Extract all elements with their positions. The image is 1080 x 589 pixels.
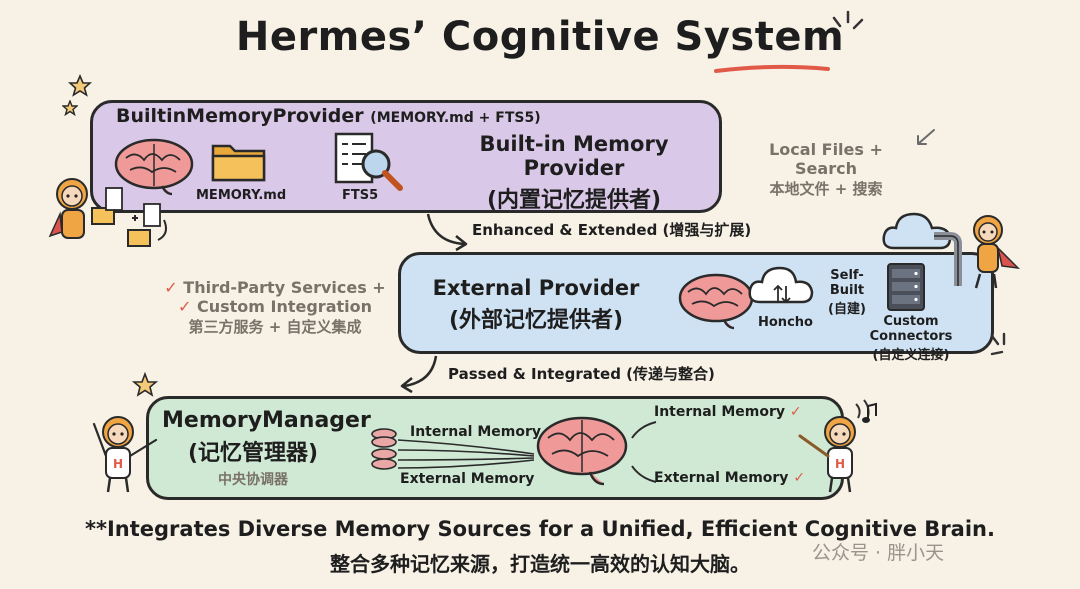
local-files-note: Local Files + Search 本地文件 + 搜索 [736, 140, 916, 199]
fts5-label: FTS5 [342, 188, 379, 203]
external-provider-title-en: External Provider [432, 276, 640, 300]
check-icon: ✓ [789, 404, 802, 420]
memory-manager-panel [146, 396, 844, 500]
custom-connectors-en: Custom Connectors [869, 314, 953, 344]
brain-icon [536, 416, 628, 486]
builtin-provider-sub: (MEMORY.md + FTS5) [370, 110, 541, 126]
third-party-zh: 第三方服务 + 自定义集成 [188, 318, 362, 336]
mascot-icon: H [92, 416, 158, 493]
memory-md-label: MEMORY.md [196, 188, 287, 203]
honcho-label: Honcho [758, 315, 813, 330]
builtin-provider-title-en: Built-in Memory Provider [479, 132, 669, 180]
flow-arrows-icon [631, 421, 657, 483]
mascot-icon [973, 215, 1021, 289]
curved-arrow-down-icon [400, 355, 438, 394]
curved-arrow-down-icon [426, 213, 468, 252]
third-party-note: ✓ Third-Party Services + ✓ Custom Integr… [160, 278, 390, 337]
connector-passed-integrated: Passed & Integrated (传递与整合) [448, 365, 715, 383]
music-note-icon [862, 402, 877, 423]
memory-manager-title-en: MemoryManager [162, 408, 371, 433]
external-memory-out: External Memory ✓ [654, 470, 805, 486]
svg-text:H: H [835, 457, 845, 471]
server-icon [887, 263, 925, 311]
mascot-icon [48, 178, 167, 247]
memory-manager-title-zh: (记忆管理器) [187, 441, 319, 466]
page-title: Hermes’ Cognitive System [235, 14, 845, 60]
memory-streams-icon [371, 428, 535, 470]
local-files-note-en: Local Files + Search [769, 140, 883, 178]
footer-zh: 整合多种记忆来源，打造统一高效的认知大脑。 [330, 552, 750, 576]
third-party-line2: Custom Integration [196, 297, 373, 316]
footer-en: **Integrates Diverse Memory Sources for … [85, 517, 995, 541]
brain-icon [114, 138, 194, 196]
builtin-provider-title: Built-in Memory Provider (内置记忆提供者) [436, 132, 712, 214]
custom-connectors-label: Custom Connectors (自定义连接) [840, 314, 982, 363]
pipe-icon [934, 232, 962, 286]
external-memory-in-label: External Memory [400, 471, 535, 487]
check-icon: ✓ [793, 470, 806, 486]
cloud-icon [748, 266, 814, 304]
builtin-provider-header: BuiltinMemoryProvider (MEMORY.md + FTS5) [116, 105, 541, 127]
third-party-line1: Third-Party Services + [183, 278, 386, 297]
connector-enhanced-extended: Enhanced & Extended (增强与扩展) [472, 221, 752, 239]
memory-manager-sub: 中央协调器 [218, 472, 288, 488]
self-built-zh: (自建) [828, 302, 866, 317]
check-icon: ✓ [164, 278, 178, 297]
star-icon [62, 100, 78, 116]
memory-manager-title: MemoryManager (记忆管理器) 中央协调器 [162, 408, 371, 489]
builtin-provider-title-zh: (内置记忆提供者) [486, 188, 662, 213]
external-provider-title-zh: (外部记忆提供者) [448, 308, 624, 333]
self-built-label: Self-Built (自建) [816, 268, 878, 317]
internal-memory-out: Internal Memory ✓ [654, 404, 802, 420]
check-icon: ✓ [177, 297, 192, 316]
folder-icon [211, 144, 266, 182]
external-memory-out-label: External Memory [654, 470, 789, 486]
title-underline [714, 64, 830, 73]
custom-connectors-zh: (自定义连接) [872, 348, 950, 363]
svg-text:H: H [113, 457, 123, 471]
mascot-icon: H [798, 399, 870, 493]
star-icon [132, 372, 158, 397]
builtin-provider-name: BuiltinMemoryProvider [116, 105, 364, 127]
builtin-provider-panel [90, 100, 722, 213]
local-files-note-zh: 本地文件 + 搜索 [769, 180, 883, 198]
internal-memory-in-label: Internal Memory [410, 424, 542, 440]
sparkle-icon [832, 10, 864, 30]
self-built-en: Self-Built [829, 268, 865, 298]
star-icon [68, 74, 92, 97]
document-search-icon [334, 132, 403, 191]
external-provider-title: External Provider (外部记忆提供者) [426, 276, 646, 334]
sparkle-icon [990, 332, 1006, 356]
internal-memory-out-label: Internal Memory [654, 404, 786, 420]
watermark: 公众号 · 胖小天 [812, 542, 945, 564]
pointer-arrow-icon [917, 129, 935, 145]
